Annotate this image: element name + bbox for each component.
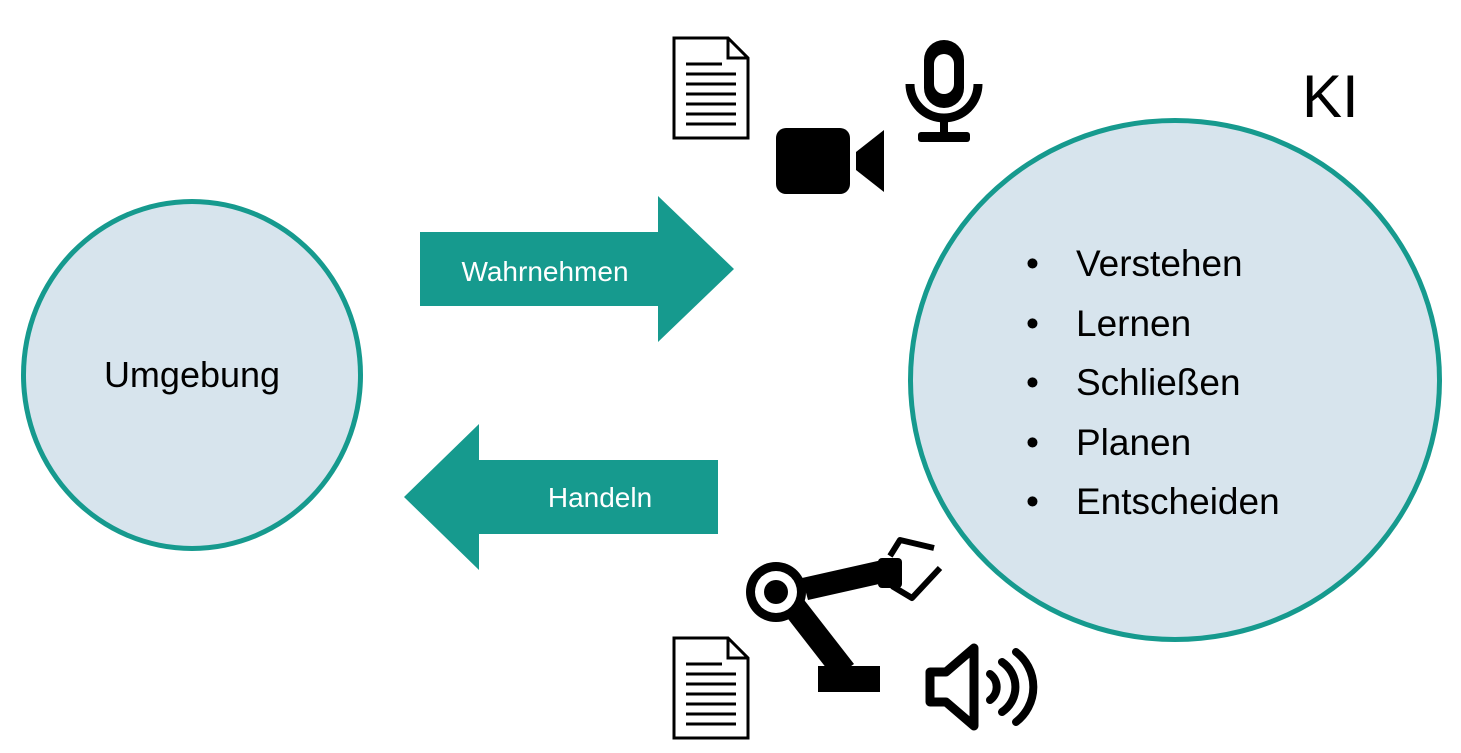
bullet: • (1026, 421, 1039, 463)
ki-circle (908, 118, 1442, 642)
bullet: • (1026, 481, 1039, 522)
ki-capability-label: Verstehen (1076, 243, 1243, 284)
environment-label: Umgebung (103, 354, 281, 395)
robot-arm-icon (746, 537, 943, 692)
act-label: Handeln (547, 482, 653, 513)
ki-capability-label: Lernen (1076, 302, 1192, 344)
perceive-arrow (420, 196, 734, 342)
ki-capability-item: • Schließen (1026, 357, 1280, 417)
ki-capability-list: • Verstehen • Lernen • Schließen • Planen • E… (1026, 238, 1280, 536)
ki-capability-label: Planen (1076, 421, 1192, 463)
document-icon (672, 636, 750, 740)
ki-capability-label: Schließen (1076, 362, 1241, 403)
speaker-icon (925, 643, 1038, 731)
ki-title: KI (1302, 63, 1359, 130)
ki-capability-label: Entscheiden (1076, 481, 1280, 522)
ki-capability-item: • Lernen (1026, 298, 1280, 358)
bullet: • (1026, 362, 1039, 403)
document-icon (672, 36, 750, 140)
environment-circle (21, 199, 363, 551)
microphone-icon (905, 40, 983, 142)
ki-capability-item: • Entscheiden (1026, 476, 1280, 536)
ki-capability-item: • Verstehen (1026, 238, 1280, 298)
ki-capability-item: • Planen (1026, 417, 1280, 477)
video-camera-icon (776, 128, 884, 194)
bullet: • (1026, 302, 1039, 344)
perceive-label: Wahrnehmen (461, 256, 629, 287)
bullet: • (1026, 243, 1039, 284)
act-arrow (404, 424, 718, 570)
